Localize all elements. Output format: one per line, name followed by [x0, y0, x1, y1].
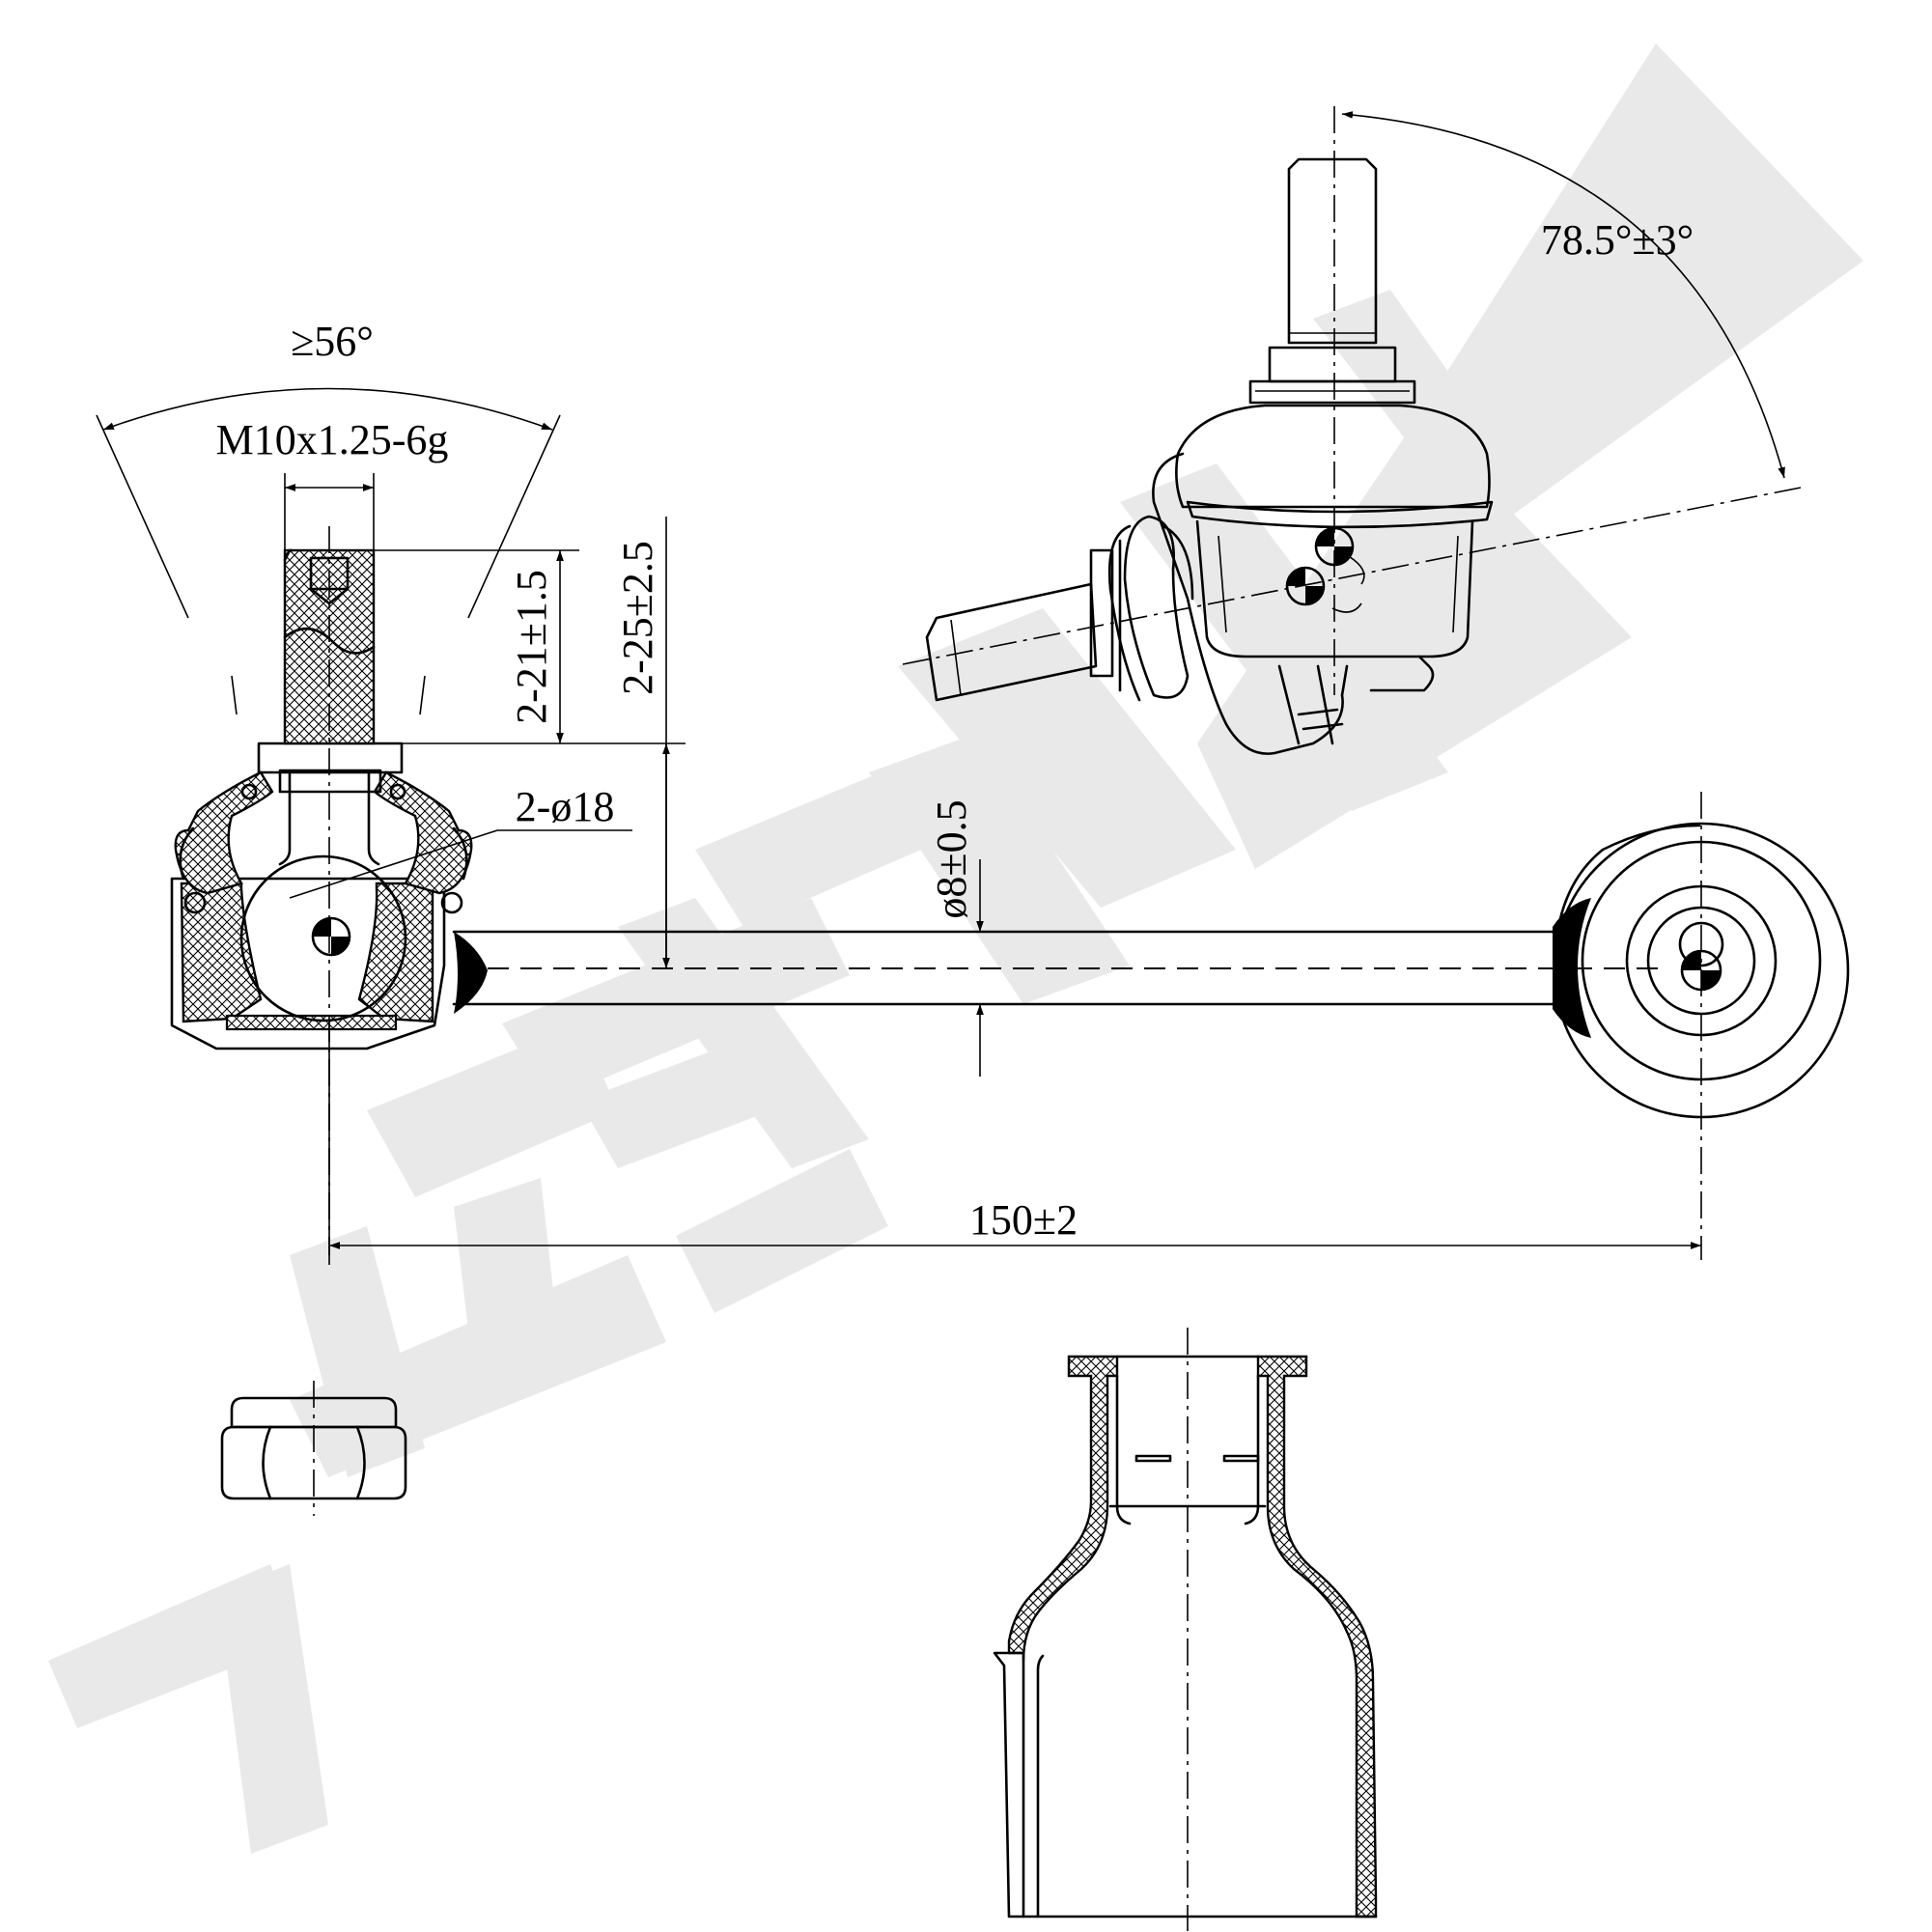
stabilizer-rod [452, 898, 1661, 1038]
center-distance-label: 150±2 [969, 1196, 1078, 1244]
isometric-ball-joint [902, 106, 1802, 755]
thread-spec-label: M10x1.25-6g [216, 416, 449, 463]
dimension-center-distance [328, 1023, 1701, 1265]
stud-angle-label: 78.5°±3° [1541, 216, 1694, 264]
dimension-articulation-angle [96, 387, 561, 715]
ball-center-mark [311, 916, 351, 957]
dimension-stud-angle [1341, 111, 1785, 479]
right-ball-joint-end-view [1553, 792, 1850, 1260]
dimension-stud-length [374, 549, 579, 743]
iso-center-mark-lower [1285, 566, 1326, 606]
articulation-angle-label: ≥56° [291, 318, 374, 365]
dimension-stud-height [402, 517, 686, 968]
lock-nut [220, 1381, 407, 1516]
dust-boot-section [993, 1328, 1378, 1931]
left-ball-joint-section [170, 526, 473, 1255]
stud-length-label: 2-21±1.5 [508, 570, 555, 724]
dimension-ball-diameter [289, 829, 632, 899]
dimension-thread [284, 473, 375, 550]
stud-height-label: 2-25±2.5 [614, 541, 661, 695]
brand-watermark [48, 43, 1863, 1854]
rod-diameter-label: ø8±0.5 [928, 799, 975, 918]
ball-diameter-label: 2-ø18 [516, 783, 615, 830]
